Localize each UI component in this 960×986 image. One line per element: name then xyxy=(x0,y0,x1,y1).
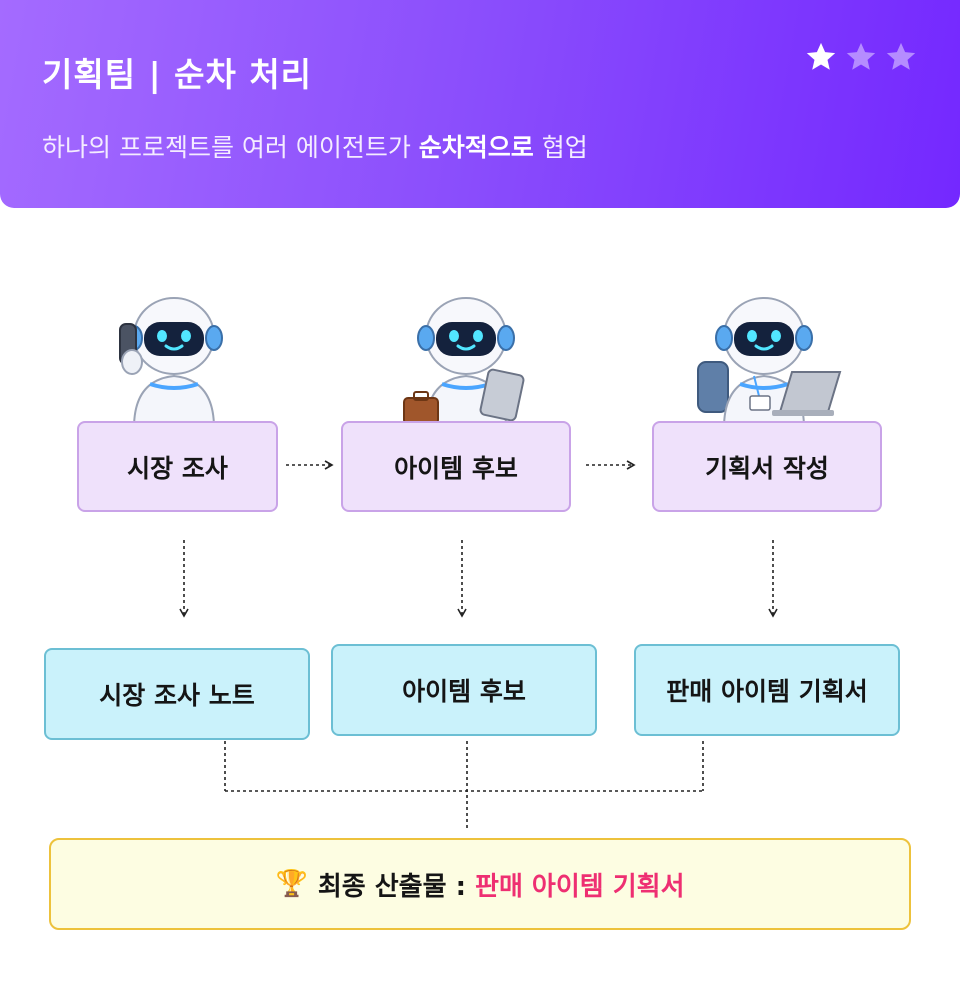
star-empty-icon xyxy=(846,42,876,70)
final-output-prefix: 최종 산출물 : xyxy=(317,871,476,902)
output-box-market-notes: 시장 조사 노트 xyxy=(44,648,310,740)
subtitle-suffix: 협업 xyxy=(533,133,588,162)
agent-box-market-research: 시장 조사 xyxy=(77,421,278,512)
agent-box-plan-writing: 기획서 작성 xyxy=(652,421,882,512)
output-box-sales-plan: 판매 아이템 기획서 xyxy=(634,644,900,736)
final-output-highlight: 판매 아이템 기획서 xyxy=(475,871,685,902)
output-box-item-candidates: 아이템 후보 xyxy=(331,644,597,736)
final-output-box: 🏆 최종 산출물 : 판매 아이템 기획서 xyxy=(49,838,911,930)
subtitle-prefix: 하나의 프로젝트를 여러 에이전트가 xyxy=(42,133,419,162)
header-banner: 기획팀 | 순차 처리 하나의 프로젝트를 여러 에이전트가 순차적으로 협업 xyxy=(0,0,960,208)
trophy-icon: 🏆 xyxy=(275,869,308,899)
subtitle-bold: 순차적으로 xyxy=(418,133,534,162)
page-title: 기획팀 | 순차 처리 xyxy=(42,55,313,94)
star-filled-icon xyxy=(806,42,836,70)
robot-phone-icon xyxy=(104,288,244,428)
star-empty-icon xyxy=(886,42,916,70)
page-subtitle: 하나의 프로젝트를 여러 에이전트가 순차적으로 협업 xyxy=(42,128,588,164)
robot-tablet-briefcase-icon xyxy=(396,288,536,428)
robot-laptop-icon xyxy=(694,288,844,428)
difficulty-rating xyxy=(804,40,920,80)
agent-box-item-candidates: 아이템 후보 xyxy=(341,421,571,512)
